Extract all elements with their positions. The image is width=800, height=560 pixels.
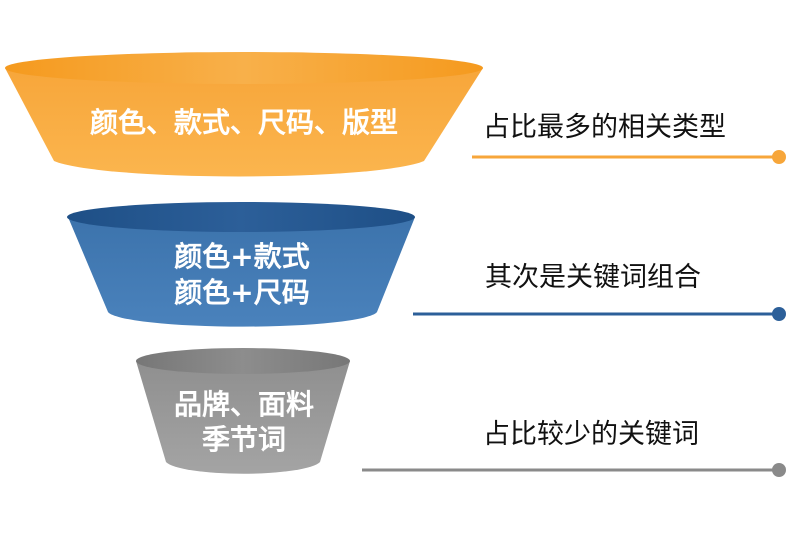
funnel-segment-2: 颜色+款式 颜色+尺码 [67, 202, 415, 327]
funnel-segment-1-body [5, 68, 483, 177]
funnel-segment-3-text-1: 品牌、面料 [174, 388, 314, 421]
funnel-segment-2-body [68, 217, 415, 327]
funnel-segment-3: 品牌、面料 季节词 [136, 348, 350, 474]
funnel-segment-3-text-2: 季节词 [202, 423, 286, 456]
funnel-segment-2-text-1: 颜色+款式 [174, 240, 309, 273]
funnel-segment-1-text-1: 颜色、款式、尺码、版型 [90, 106, 398, 139]
callout-2-dot [772, 307, 786, 321]
callout-2: 其次是关键词组合 [413, 262, 786, 321]
funnel-segment-1-top [5, 52, 483, 84]
callout-1: 占比最多的相关类型 [472, 112, 786, 164]
callout-3: 占比较少的关键词 [362, 419, 786, 477]
callout-1-dot [772, 150, 786, 164]
funnel-segment-2-top [67, 202, 415, 232]
funnel-segment-1: 颜色、款式、尺码、版型 [5, 52, 483, 177]
callout-3-label: 占比较少的关键词 [483, 419, 699, 450]
funnel-segment-2-text-2: 颜色+尺码 [174, 276, 309, 309]
callout-2-label: 其次是关键词组合 [485, 262, 701, 293]
funnel-segment-3-body [136, 361, 350, 474]
callout-1-label: 占比最多的相关类型 [483, 112, 726, 143]
callout-3-dot [772, 463, 786, 477]
funnel-segment-3-top [136, 348, 350, 374]
